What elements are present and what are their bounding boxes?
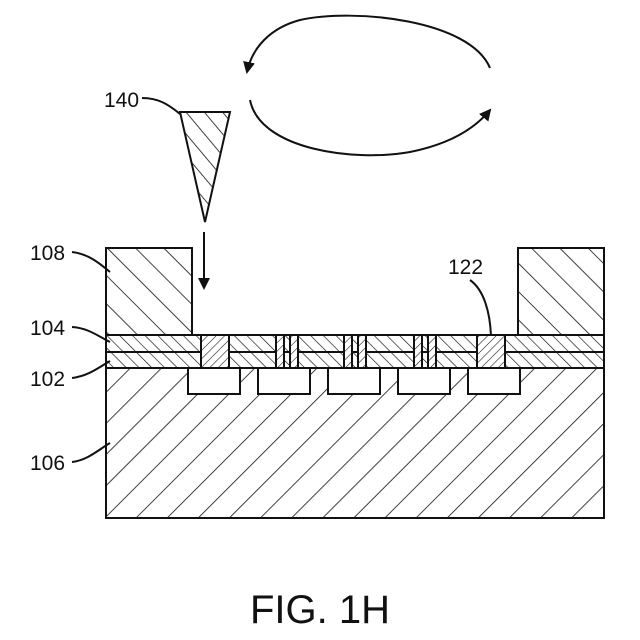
label-108: 108 <box>30 242 65 265</box>
plug-wide <box>201 335 229 368</box>
recess <box>328 368 380 394</box>
label-122: 122 <box>448 256 483 279</box>
layer-104 <box>106 335 604 352</box>
figure-caption: FIG. 1H <box>250 588 390 632</box>
label-104: 104 <box>30 317 65 340</box>
plug-narrow <box>276 335 284 368</box>
label-102: 102 <box>30 368 65 391</box>
plug-narrow <box>344 335 352 368</box>
substrate-recesses <box>188 368 520 394</box>
plug-narrow <box>414 335 422 368</box>
mask-108-right <box>518 248 604 335</box>
recess <box>398 368 450 394</box>
leader-106 <box>72 443 110 462</box>
mask-108-left <box>106 248 192 335</box>
leader-102 <box>72 361 110 378</box>
plug-122 <box>477 335 505 368</box>
label-106: 106 <box>30 452 65 475</box>
leader-104 <box>72 327 110 342</box>
probe-tip: 140 <box>104 89 230 222</box>
upper-curved-arrow <box>247 16 490 72</box>
leader-122 <box>470 280 491 336</box>
recess <box>468 368 520 394</box>
plug-narrow <box>428 335 436 368</box>
plug-narrow <box>358 335 366 368</box>
probe-tip-leader <box>142 98 180 114</box>
leader-108 <box>72 252 110 272</box>
label-140: 140 <box>104 89 139 112</box>
layer-102 <box>106 352 604 368</box>
recess <box>258 368 310 394</box>
lower-curved-arrow <box>250 100 490 155</box>
recess <box>188 368 240 394</box>
probe-tip-body <box>180 112 230 222</box>
rotation-arrows <box>247 16 490 156</box>
plug-narrow <box>290 335 298 368</box>
